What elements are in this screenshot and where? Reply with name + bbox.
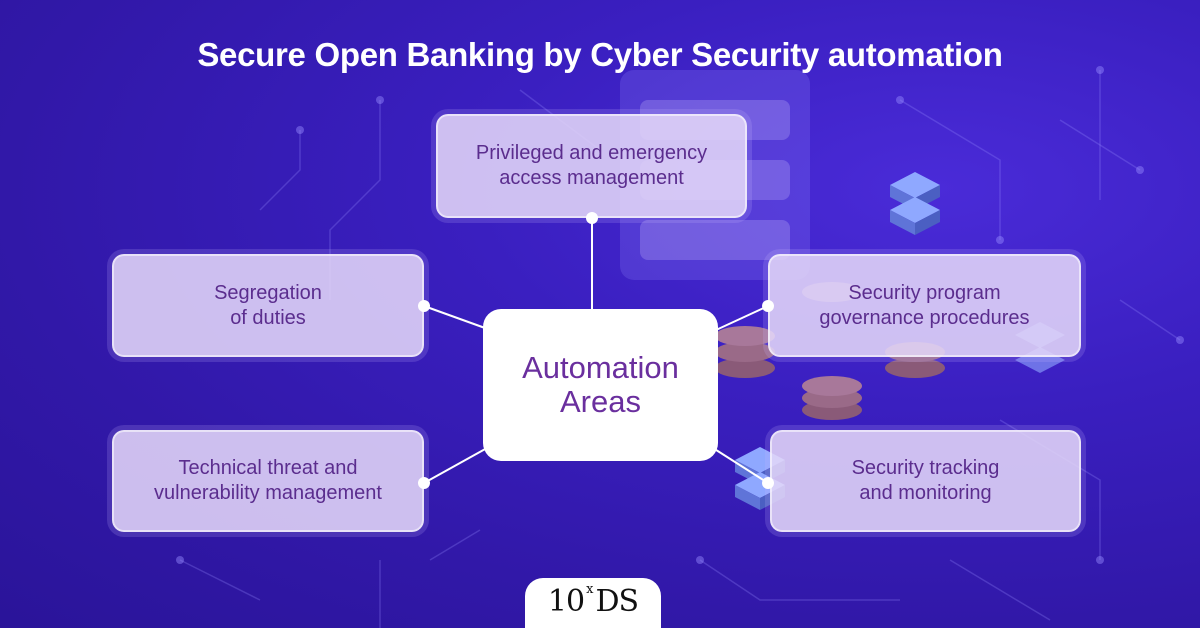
- connector-right-lower: [712, 447, 769, 484]
- area-label-line1: Technical threat and: [178, 457, 358, 479]
- area-label-line2: governance procedures: [819, 306, 1030, 329]
- area-box-threat-vulnerability: Technical threat and vulnerability manag…: [112, 430, 424, 532]
- connector-right-upper: [715, 305, 769, 331]
- area-box-privileged-access: Privileged and emergency access manageme…: [436, 114, 747, 218]
- area-label-line2: and monitoring: [859, 482, 992, 504]
- connector-left-lower: [423, 447, 488, 484]
- connector-dot-top: [586, 212, 598, 224]
- center-label-line2: Areas: [560, 384, 641, 419]
- logo-suffix: DS: [595, 584, 639, 619]
- center-node-automation-areas: Automation Areas: [483, 309, 718, 461]
- logo-main: 10: [547, 584, 585, 619]
- area-label-line2: of duties: [230, 306, 306, 329]
- area-label-line2: vulnerability management: [154, 482, 382, 504]
- diagram-title: Secure Open Banking by Cyber Security au…: [197, 36, 1003, 73]
- area-label-line1: Privileged and emergency: [475, 142, 708, 164]
- connector-dot-left-upper: [418, 300, 430, 312]
- center-label-line1: Automation: [522, 350, 679, 385]
- area-box-governance-procedures: Security program governance procedures: [768, 254, 1081, 357]
- circuit-nodes: [176, 66, 1184, 564]
- area-box-tracking-monitoring: Security tracking and monitoring: [770, 430, 1081, 532]
- area-label-line1: Segregation: [214, 281, 322, 304]
- area-label-line1: Security program: [848, 281, 1001, 304]
- connector-left-upper: [423, 305, 486, 329]
- connector-dot-right-upper: [762, 300, 774, 312]
- area-box-segregation-of-duties: Segregation of duties: [112, 254, 424, 357]
- connector-dot-left-lower: [418, 477, 430, 489]
- connector-dot-right-lower: [762, 477, 774, 489]
- logo-superscript: x: [586, 582, 594, 597]
- area-label-line2: access management: [499, 167, 684, 189]
- area-label-line1: Security tracking: [851, 457, 1000, 479]
